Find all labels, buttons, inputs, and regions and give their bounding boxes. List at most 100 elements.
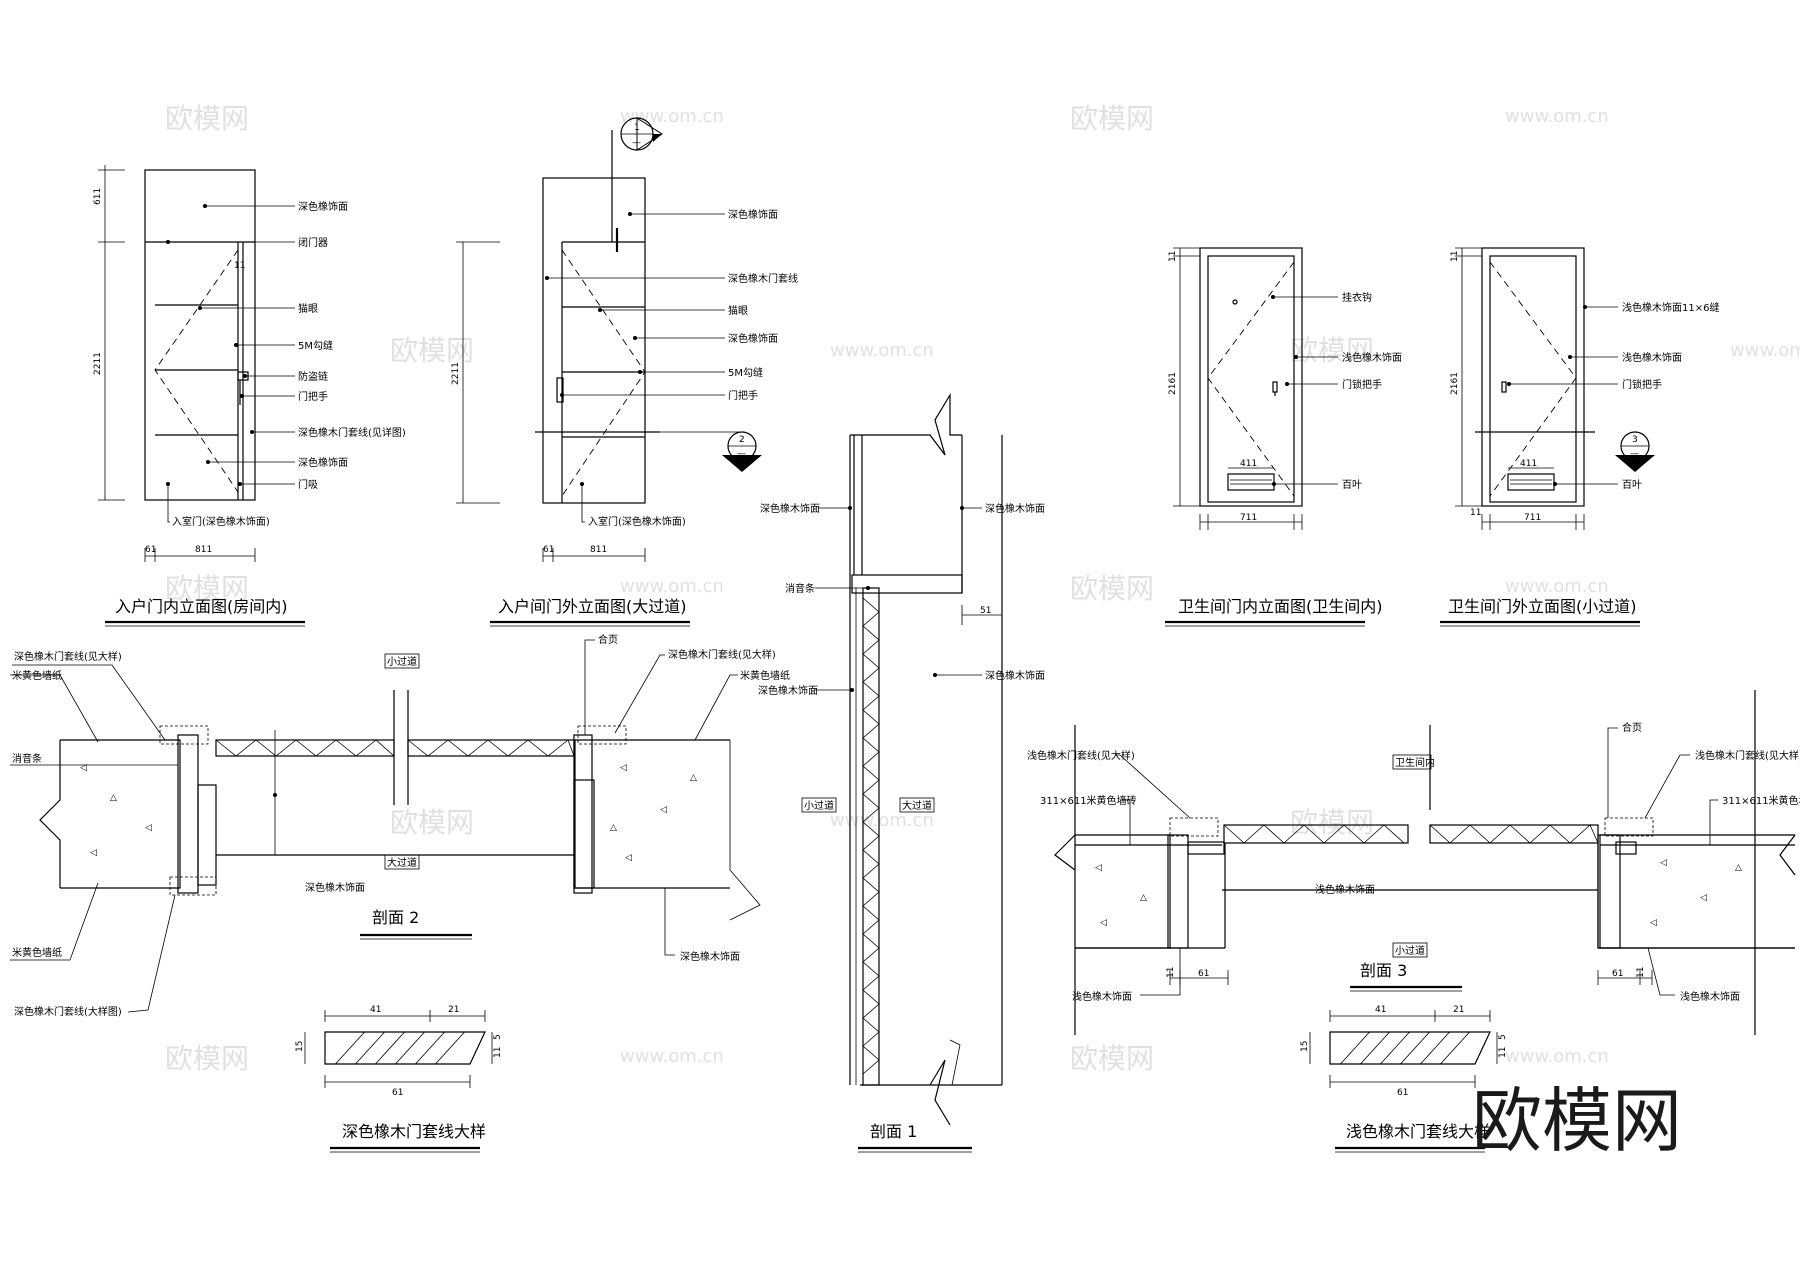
elevation-entry-door-inside: 611 2211 11 深色橡饰面 闭门器 猫眼 5M勾缝 防盗链 门把手 深色… (93, 165, 406, 627)
dim-h: 15 (295, 1041, 305, 1052)
label: 门锁把手 (1622, 378, 1662, 391)
dim-top: 11 (1168, 251, 1178, 262)
label: 米黄色墙纸 (740, 669, 790, 682)
watermark-cn: 欧模网 (390, 806, 474, 839)
tag-small-corridor: 小过道 (804, 799, 834, 812)
section-marker-3: 3 — (1615, 431, 1655, 472)
dim-c: 61 (1397, 1088, 1408, 1098)
dim-h: 15 (1300, 1041, 1310, 1052)
dim-r2: 5 (493, 1034, 503, 1040)
dim-height: 2161 (1450, 372, 1460, 395)
dim-small: 11 (234, 261, 245, 271)
dim-width: 811 (590, 545, 607, 555)
section-2: ◁△ ◁◁ ◁◁ ◁△ △ 小过道 大过道 深色橡木门套线(见大样) 米黄色墙纸… (10, 633, 790, 1018)
tag-small-corridor: 小过道 (387, 655, 417, 668)
label: 深色橡木门套线 (728, 272, 798, 285)
label: 消音条 (785, 582, 815, 595)
title-dark-oak-detail: 深色橡木门套线大样 (342, 1122, 486, 1141)
watermark-cn: 欧模网 (1070, 572, 1154, 605)
label: 浅色橡木饰面11×6缝 (1622, 301, 1719, 314)
svg-text:◁: ◁ (660, 805, 667, 815)
dim-side: 61 (543, 545, 554, 555)
section-3: ◁△ ◁ ◁◁ △◁ 卫生间内 小过道 浅色橡木门套线(见大样) 311×611… (1027, 690, 1800, 1035)
dim-side: 11 (1470, 508, 1481, 518)
svg-text:◁: ◁ (80, 763, 87, 773)
label: 深色橡木饰面 (680, 950, 740, 963)
title-light-oak-detail: 浅色橡木门套线大样 (1346, 1122, 1490, 1141)
svg-text:◁: ◁ (620, 763, 627, 773)
label: 猫眼 (728, 304, 748, 317)
label: 浅色橡木饰面 (1622, 351, 1682, 364)
dim-gap: 51 (980, 606, 991, 616)
label: 挂衣钩 (1342, 291, 1372, 304)
label: 深色橡饰面 (298, 456, 348, 469)
section-marker-1: 1 — (620, 117, 663, 151)
dim-width: 811 (195, 545, 212, 555)
callouts-left: 深色橡木门套线(见大样) 米黄色墙纸 消音条 米黄色墙纸 深色橡木门套线(大样图… (10, 650, 178, 1018)
concrete-marks: ◁△ ◁◁ ◁◁ ◁△ △ (80, 763, 697, 863)
detail-light-oak-casing: 41 21 61 15 11 5 浅色橡木门套线大样 (1300, 1005, 1508, 1153)
title-bathroom-door-inside: 卫生间门内立面图(卫生间内) (1178, 597, 1383, 616)
svg-text:◁: ◁ (625, 853, 632, 863)
dim-b: 21 (448, 1005, 459, 1015)
dim-a: 11 (1166, 967, 1176, 978)
watermark-url: www.om.cn (830, 340, 934, 361)
dim-side: 61 (145, 545, 156, 555)
callouts: 浅色橡木饰面11×6缝 浅色橡木饰面 门锁把手 百叶 (1507, 301, 1719, 491)
callouts-left: 浅色橡木门套线(见大样) 311×611米黄色墙砖 浅色橡木饰面 (1027, 749, 1191, 1003)
callouts: 挂衣钩 浅色橡木饰面 门锁把手 百叶 (1271, 291, 1402, 491)
watermark-cn: 欧模网 (1070, 1042, 1154, 1075)
section-marker-2: 2 — (660, 431, 762, 472)
marker-den: — (632, 138, 641, 148)
dim-height: 2211 (93, 352, 103, 375)
callouts: 深色橡饰面 闭门器 猫眼 5M勾缝 防盗链 门把手 深色橡木门套线(见详图) 深… (166, 200, 406, 528)
label: 闭门器 (298, 236, 328, 249)
watermark-url: www.om.cn (620, 1046, 724, 1067)
dim-r1: 11 (493, 1047, 503, 1058)
label-bottom: 入室门(深色橡木饰面) (588, 515, 686, 528)
dim-top: 11 (1450, 251, 1460, 262)
dim-b: 21 (1453, 1005, 1464, 1015)
label-bottom: 入室门(深色橡木饰面) (172, 515, 270, 528)
label: 合页 (598, 633, 618, 646)
dim-b: 61 (1198, 969, 1209, 979)
label: 5M勾缝 (298, 339, 333, 352)
watermark-url: www.om.cn (1730, 340, 1800, 361)
label: 米黄色墙纸 (12, 946, 62, 959)
label: 米黄色墙纸 (12, 669, 62, 682)
label: 猫眼 (298, 302, 318, 315)
watermark-layer: 欧模网 www.om.cn 欧模网 www.om.cn 欧模网 www.om.c… (165, 102, 1800, 1075)
tag-large-corridor: 大过道 (902, 799, 932, 812)
watermark-logo: 欧模网 (1472, 1080, 1682, 1162)
marker-den: — (737, 449, 746, 459)
label: 深色橡饰面 (298, 200, 348, 213)
dim-r1: 11 (1498, 1047, 1508, 1058)
svg-text:△: △ (1140, 893, 1147, 903)
dim-a: 41 (370, 1005, 381, 1015)
callouts: 深色橡木饰面 深色橡木饰面 消音条 深色橡木饰面 深色橡木饰面 (758, 502, 1045, 697)
dim-height: 2161 (1168, 372, 1178, 395)
label: 浅色橡木饰面 (1072, 990, 1132, 1003)
label: 深色橡木饰面 (985, 669, 1045, 682)
svg-text:◁: ◁ (1660, 858, 1667, 868)
label: 深色橡木饰面 (758, 684, 818, 697)
svg-text:◁: ◁ (1650, 918, 1657, 928)
label: 5M勾缝 (728, 366, 763, 379)
label: 消音条 (12, 752, 42, 765)
dim-width: 711 (1524, 513, 1541, 523)
concrete-marks: ◁△ ◁ ◁◁ △◁ (1095, 858, 1742, 928)
label: 浅色橡木门套线(见大样) (1027, 749, 1135, 762)
label: 百叶 (1622, 479, 1642, 491)
section-1: 小过道 大过道 深色橡木饰面 深色橡木饰面 消音条 深色橡木饰面 深色橡木饰面 … (758, 392, 1045, 1153)
title-entry-door-inside: 入户门内立面图(房间内) (115, 597, 288, 616)
label: 311×611米黄色墙砖 (1722, 794, 1800, 807)
label: 百叶 (1342, 479, 1362, 491)
dim-louver: 411 (1520, 459, 1537, 469)
elevation-bathroom-door-inside: 2161 11 挂衣钩 浅色橡木饰面 门锁把手 百叶 411 711 卫生间门内… (1165, 247, 1402, 627)
tag-small-corridor: 小过道 (1395, 944, 1425, 957)
svg-text:△: △ (110, 793, 117, 803)
label: 深色橡木门套线(见详图) (298, 426, 406, 439)
dim-c: 61 (392, 1088, 403, 1098)
center-label: 深色橡木饰面 (305, 881, 365, 894)
marker-num: 3 (1632, 435, 1638, 445)
